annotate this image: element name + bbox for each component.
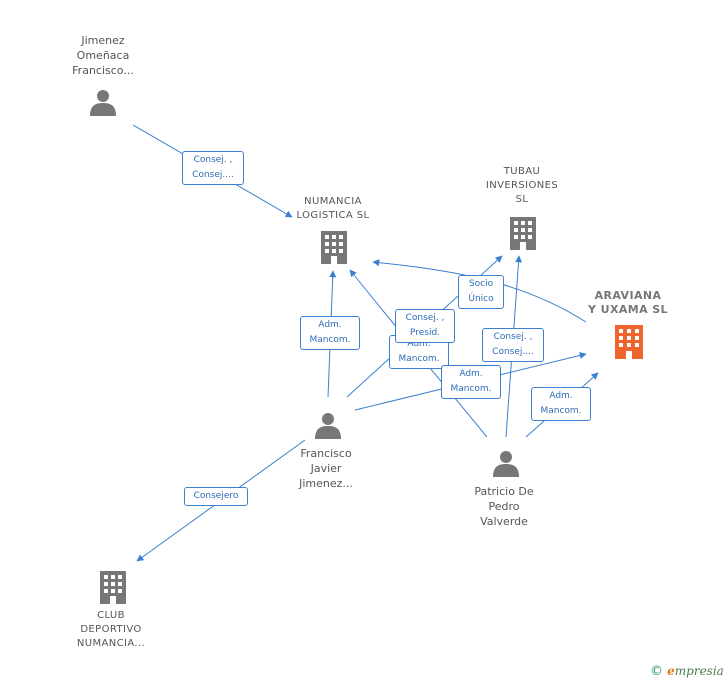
edge-label-line: Consejero: [193, 491, 239, 501]
edge-label-line: Consej. ,: [493, 332, 533, 342]
edge-label-line: Mancom.: [450, 384, 492, 394]
edge-label[interactable]: Consejero: [184, 487, 248, 506]
person-icon: [90, 90, 116, 116]
edge-label[interactable]: Adm. Mancom.: [441, 365, 501, 399]
edge-label-line: Adm.: [459, 369, 483, 379]
footer: © empresia: [650, 664, 724, 679]
edge-label[interactable]: Socio Único: [458, 275, 504, 309]
node-tubau-inversiones[interactable]: TUBAU INVERSIONES SL: [468, 165, 576, 207]
node-label-line: CLUB: [97, 610, 125, 621]
node-label-line: NUMANCIA: [304, 196, 362, 207]
node-label-line: TUBAU: [503, 166, 541, 177]
edge-label-line: Consej....: [492, 347, 534, 357]
node-label-line: LOGISTICA SL: [296, 210, 370, 221]
node-label-line: DEPORTIVO: [80, 624, 142, 635]
node-club-deportivo[interactable]: CLUB DEPORTIVO NUMANCIA...: [58, 609, 164, 651]
person-icon: [493, 451, 519, 477]
edge-label-line: Adm.: [318, 320, 342, 330]
node-label-line: Francisco: [300, 447, 352, 460]
node-label-line: Y UXAMA SL: [588, 303, 668, 316]
node-francisco-javier[interactable]: Francisco Javier Jimenez...: [274, 446, 378, 491]
node-patricio[interactable]: Patricio De Pedro Valverde: [452, 484, 556, 529]
edge-label-line: Consej. ,: [405, 313, 445, 323]
edge-label-line: Mancom.: [540, 406, 582, 416]
person-icon: [315, 413, 341, 439]
edge-label-line: Consej. ,: [193, 155, 233, 165]
edge-label-line: Mancom.: [398, 354, 440, 364]
building-icon: [321, 231, 347, 264]
node-label-line: Patricio De: [474, 485, 534, 498]
edge-label-line: Consej....: [192, 170, 234, 180]
building-icon: [615, 325, 643, 359]
node-label-line: SL: [515, 194, 529, 205]
brand-logo[interactable]: empresia: [667, 664, 724, 678]
edge-label-line: Adm.: [407, 339, 431, 349]
node-label-line: Javier: [310, 462, 342, 475]
node-label-line: Jimenez: [81, 34, 125, 47]
node-label-line: INVERSIONES: [485, 180, 559, 191]
node-jimenez-omenaca[interactable]: Jimenez Omeñaca Francisco...: [50, 33, 156, 78]
building-icon: [510, 217, 536, 250]
edge-label[interactable]: Consej. , Consej....: [482, 328, 544, 362]
edge-label-line: Mancom.: [309, 335, 351, 345]
edge-label-line: Presid.: [409, 328, 441, 338]
edge-label[interactable]: Adm. Mancom.: [300, 316, 360, 350]
edge-label-line: Único: [468, 294, 494, 304]
edge-label[interactable]: Adm. Mancom.: [531, 387, 591, 421]
node-label-line: Jimenez...: [299, 477, 353, 490]
edge-label[interactable]: Consej. , Consej....: [182, 151, 244, 185]
node-araviana[interactable]: ARAVIANA Y UXAMA SL: [574, 289, 682, 317]
edge-label-line: Adm.: [549, 391, 573, 401]
node-label-line: Francisco...: [72, 64, 134, 77]
node-label-line: Pedro: [488, 500, 520, 513]
edge-label-line: Socio: [468, 279, 494, 289]
node-label-line: NUMANCIA...: [76, 638, 146, 649]
node-label-line: Omeñaca: [76, 49, 130, 62]
node-label-line: ARAVIANA: [594, 289, 662, 302]
edge-label[interactable]: Consej. , Presid.: [395, 309, 455, 343]
node-label-line: Valverde: [480, 515, 528, 528]
node-numancia-logistica[interactable]: NUMANCIA LOGISTICA SL: [278, 195, 388, 223]
building-icon: [100, 571, 126, 604]
copyright-icon: ©: [650, 664, 663, 679]
